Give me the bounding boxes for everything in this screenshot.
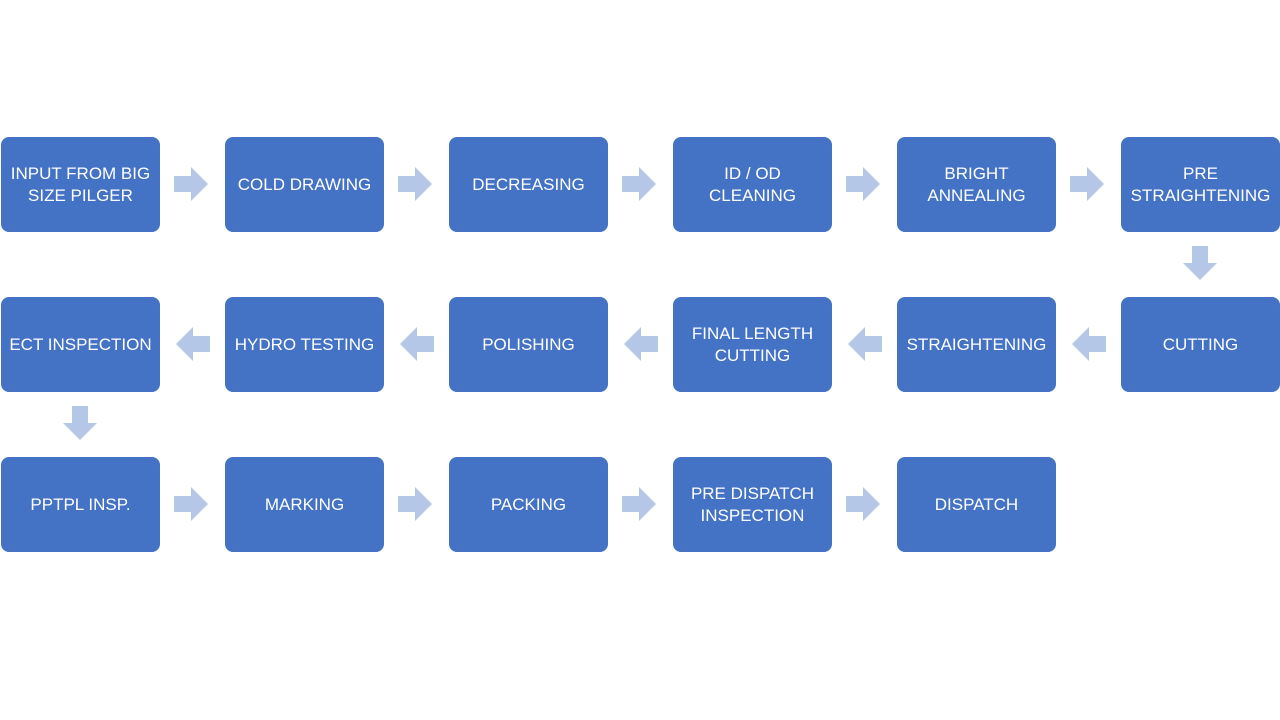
step-bright-annealing: BRIGHT ANNEALING xyxy=(897,137,1056,232)
step-label: HYDRO TESTING xyxy=(234,334,375,354)
step-label: FINAL LENGTH CUTTING xyxy=(691,323,814,365)
arrow-right-icon xyxy=(846,487,880,521)
step-label: PPTPL INSP. xyxy=(30,494,131,514)
step-cold-drawing: COLD DRAWING xyxy=(225,137,384,232)
step-id-od-cleaning: ID / OD CLEANING xyxy=(673,137,832,232)
arrow-right-icon xyxy=(174,487,208,521)
arrow-left-icon xyxy=(400,327,434,361)
arrow-left-icon xyxy=(624,327,658,361)
step-hydro-testing: HYDRO TESTING xyxy=(225,297,384,392)
arrow-right-icon xyxy=(398,167,432,201)
arrow-right-icon xyxy=(846,167,880,201)
step-pre-dispatch-inspection: PRE DISPATCH INSPECTION xyxy=(673,457,832,552)
arrow-right-icon xyxy=(1070,167,1104,201)
step-input-from-big-size-pilger: INPUT FROM BIG SIZE PILGER xyxy=(1,137,160,232)
step-label: DECREASING xyxy=(472,174,585,194)
step-decreasing: DECREASING xyxy=(449,137,608,232)
arrow-left-icon xyxy=(1072,327,1106,361)
step-packing: PACKING xyxy=(449,457,608,552)
step-label: INPUT FROM BIG SIZE PILGER xyxy=(10,163,151,205)
step-label: POLISHING xyxy=(482,334,575,354)
step-label: BRIGHT ANNEALING xyxy=(927,163,1026,205)
step-cutting: CUTTING xyxy=(1121,297,1280,392)
step-label: CUTTING xyxy=(1162,334,1239,354)
arrow-right-icon xyxy=(622,487,656,521)
step-label: PRE STRAIGHTENING xyxy=(1130,163,1271,205)
step-straightening: STRAIGHTENING xyxy=(897,297,1056,392)
step-ect-inspection: ECT INSPECTION xyxy=(1,297,160,392)
arrow-right-icon xyxy=(398,487,432,521)
arrow-left-icon xyxy=(848,327,882,361)
step-label: PACKING xyxy=(490,494,567,514)
step-label: COLD DRAWING xyxy=(237,174,372,194)
step-marking: MARKING xyxy=(225,457,384,552)
arrow-down-icon xyxy=(63,406,97,440)
step-pptpl-insp: PPTPL INSP. xyxy=(1,457,160,552)
step-label: STRAIGHTENING xyxy=(906,334,1047,354)
arrow-right-icon xyxy=(174,167,208,201)
step-final-length-cutting: FINAL LENGTH CUTTING xyxy=(673,297,832,392)
arrow-down-icon xyxy=(1183,246,1217,280)
step-label: PRE DISPATCH INSPECTION xyxy=(690,483,815,525)
step-label: ECT INSPECTION xyxy=(9,334,152,354)
step-pre-straightening: PRE STRAIGHTENING xyxy=(1121,137,1280,232)
step-label: DISPATCH xyxy=(934,494,1019,514)
step-label: MARKING xyxy=(264,494,345,514)
step-label: ID / OD CLEANING xyxy=(709,163,796,205)
step-polishing: POLISHING xyxy=(449,297,608,392)
arrow-left-icon xyxy=(176,327,210,361)
arrow-right-icon xyxy=(622,167,656,201)
step-dispatch: DISPATCH xyxy=(897,457,1056,552)
